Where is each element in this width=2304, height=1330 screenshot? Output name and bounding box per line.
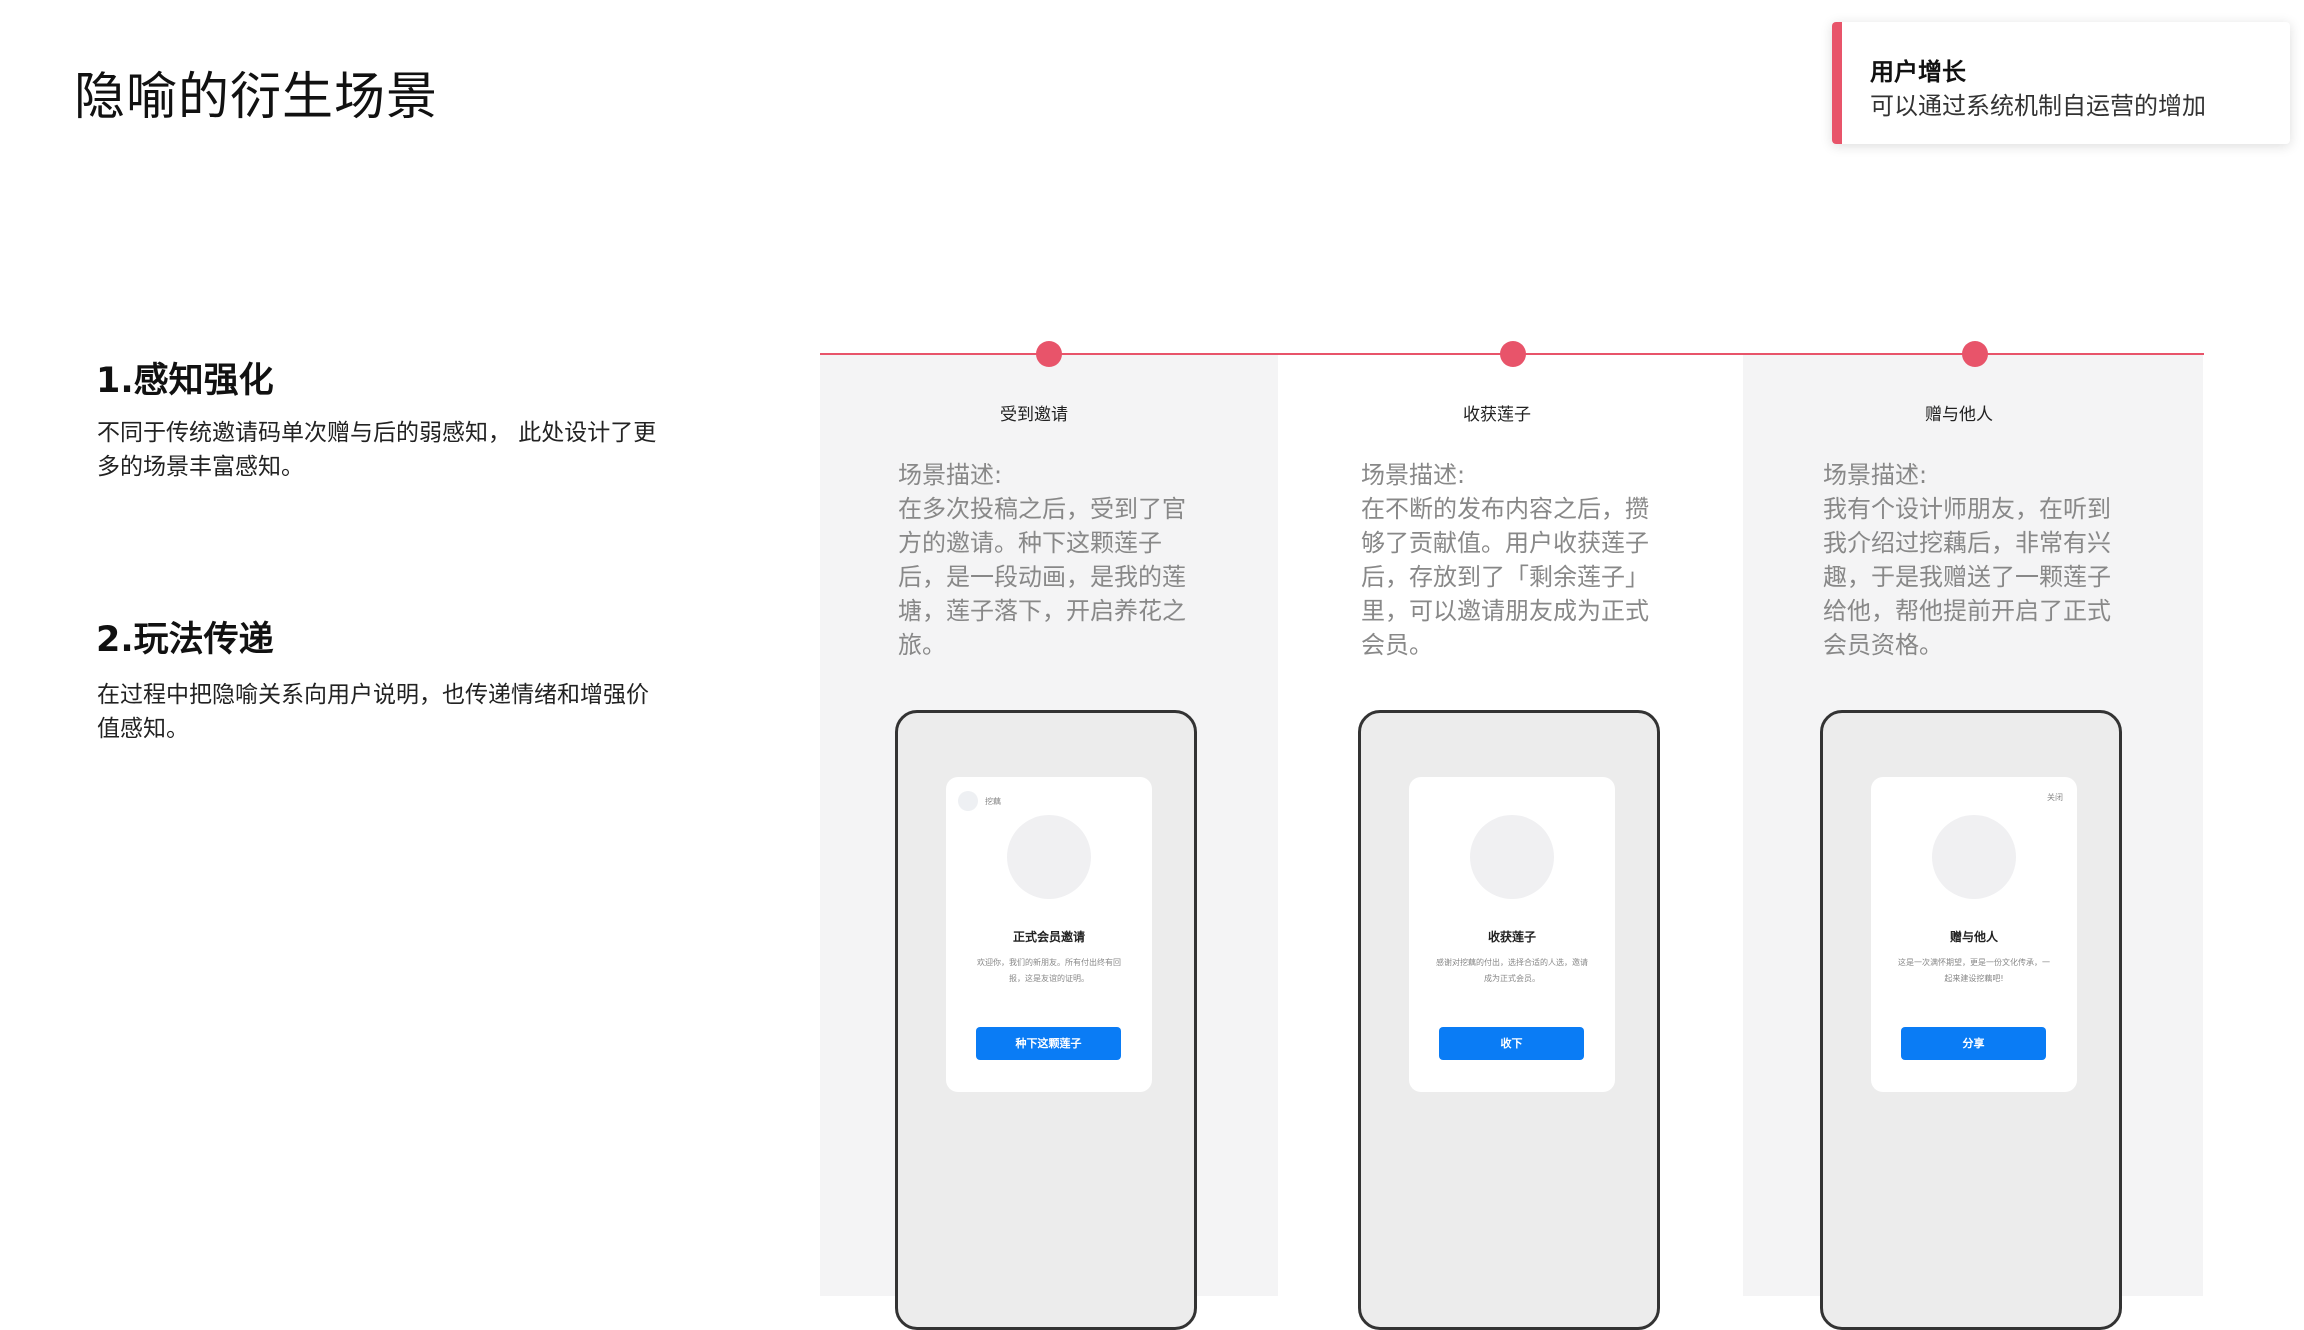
gift-modal: 关闭 赠与他人 这是一次满怀期望，更是一份文化传承，一起来建设挖藕吧! 分享 xyxy=(1871,777,2077,1092)
growth-tag-card: 用户增长 可以通过系统机制自运营的增加 xyxy=(1832,22,2290,144)
section-1-title: 1.感知强化 xyxy=(96,361,274,401)
brand: 挖藕 xyxy=(958,791,1001,811)
phone-mockup: 关闭 赠与他人 这是一次满怀期望，更是一份文化传承，一起来建设挖藕吧! 分享 xyxy=(1820,710,2122,1330)
brand-name: 挖藕 xyxy=(985,796,1001,806)
modal-description: 欢迎你，我们的新朋友。所有付出终有回报，这是友谊的证明。 xyxy=(977,958,1121,983)
scene-description: 场景描述: 在多次投稿之后，受到了官方的邀请。种下这颗莲子后，是一段动画，是我的… xyxy=(898,461,1186,659)
brand-logo-icon xyxy=(958,791,978,811)
harvest-modal: 收获莲子 感谢对挖藕的付出，选择合适的人选，邀请成为正式会员。 收下 xyxy=(1409,777,1615,1092)
timeline-dot xyxy=(1036,341,1062,367)
accept-button[interactable]: 收下 xyxy=(1439,1027,1584,1060)
section-1-desc: 不同于传统邀请码单次赠与后的弱感知， 此处设计了更多的场景丰富感知。 xyxy=(97,420,657,480)
invite-modal: 挖藕 正式会员邀请 欢迎你，我们的新朋友。所有付出终有回报，这是友谊的证明。 种… xyxy=(946,777,1152,1092)
page-title: 隐喻的衍生场景 xyxy=(74,68,439,127)
close-button[interactable]: 关闭 xyxy=(2047,793,2063,802)
modal-title: 正式会员邀请 xyxy=(1012,930,1085,944)
tag-title: 用户增长 xyxy=(1870,58,1966,86)
tag-accent-bar xyxy=(1832,22,1842,144)
section-2-desc: 在过程中把隐喻关系向用户说明，也传递情绪和增强价值感知。 xyxy=(97,682,649,742)
step-label: 受到邀请 xyxy=(1000,405,1068,425)
scene-description: 场景描述: 在不断的发布内容之后，攒够了贡献值。用户收获莲子后，存放到了「剩余莲… xyxy=(1361,461,1649,659)
modal-title: 收获莲子 xyxy=(1487,930,1536,944)
step-label: 收获莲子 xyxy=(1463,405,1531,425)
phone-mockup: 挖藕 正式会员邀请 欢迎你，我们的新朋友。所有付出终有回报，这是友谊的证明。 种… xyxy=(895,710,1197,1330)
phone-mockup: 收获莲子 感谢对挖藕的付出，选择合适的人选，邀请成为正式会员。 收下 xyxy=(1358,710,1660,1330)
avatar xyxy=(1470,815,1554,899)
scene-description: 场景描述: 我有个设计师朋友，在听到我介绍过挖藕后，非常有兴趣，于是我赠送了一颗… xyxy=(1823,461,2111,659)
timeline-dot xyxy=(1962,341,1988,367)
plant-seed-button[interactable]: 种下这颗莲子 xyxy=(976,1027,1121,1060)
step-label: 赠与他人 xyxy=(1925,405,1993,425)
share-button[interactable]: 分享 xyxy=(1901,1027,2046,1060)
avatar xyxy=(1932,815,2016,899)
tag-subtitle: 可以通过系统机制自运营的增加 xyxy=(1870,92,2206,120)
section-2-title: 2.玩法传递 xyxy=(96,620,274,660)
timeline-dot xyxy=(1500,341,1526,367)
modal-description: 感谢对挖藕的付出，选择合适的人选，邀请成为正式会员。 xyxy=(1436,958,1588,983)
modal-description: 这是一次满怀期望，更是一份文化传承，一起来建设挖藕吧! xyxy=(1898,958,2050,983)
avatar xyxy=(1007,815,1091,899)
modal-title: 赠与他人 xyxy=(1949,930,1998,944)
